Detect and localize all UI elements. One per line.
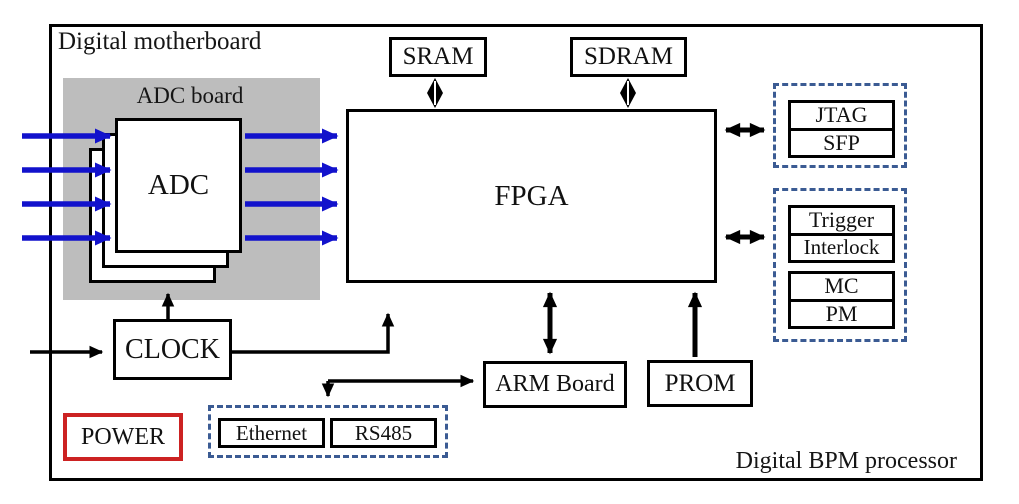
jtag-sfp-ports: JTAG SFP [788, 100, 895, 158]
jtag-sfp-group [773, 83, 907, 168]
processor-title: Digital BPM processor [735, 448, 957, 474]
power-block: POWER [63, 413, 183, 461]
adc-board-label: ADC board [136, 83, 244, 108]
trigger-io-group [773, 188, 907, 342]
motherboard-outline [49, 24, 983, 481]
comm-ports-group [208, 405, 448, 458]
adc-chip: ADC [115, 118, 242, 253]
motherboard-title: Digital motherboard [58, 28, 262, 55]
mc-pm-ports: MC PM [788, 271, 895, 329]
ethernet-label: Ethernet [235, 420, 308, 445]
adc-label: ADC [147, 169, 210, 201]
prom-label: PROM [664, 369, 736, 397]
sfp-port: SFP [791, 127, 892, 156]
rs485-label: RS485 [354, 420, 413, 445]
prom-block: PROM [647, 360, 753, 407]
jtag-port: JTAG [815, 102, 868, 128]
sdram-block: SDRAM [570, 37, 687, 77]
clock-label: CLOCK [125, 333, 220, 365]
fpga-label: FPGA [494, 179, 569, 212]
sram-label: SRAM [402, 43, 474, 70]
mc-port: MC [824, 273, 859, 299]
trigger-port: Trigger [808, 207, 875, 233]
arm-board-label: ARM Board [495, 371, 615, 397]
fpga-block: FPGA [346, 109, 717, 283]
ethernet-port: Ethernet [218, 418, 325, 448]
power-label: POWER [81, 423, 165, 450]
rs485-port: RS485 [330, 418, 437, 448]
pm-port: PM [791, 298, 892, 327]
clock-block: CLOCK [113, 319, 232, 380]
arm-board-block: ARM Board [483, 361, 627, 408]
sram-block: SRAM [389, 37, 487, 77]
sdram-label: SDRAM [584, 43, 673, 70]
trigger-interlock-ports: Trigger Interlock [788, 205, 895, 263]
interlock-port: Interlock [791, 232, 892, 261]
